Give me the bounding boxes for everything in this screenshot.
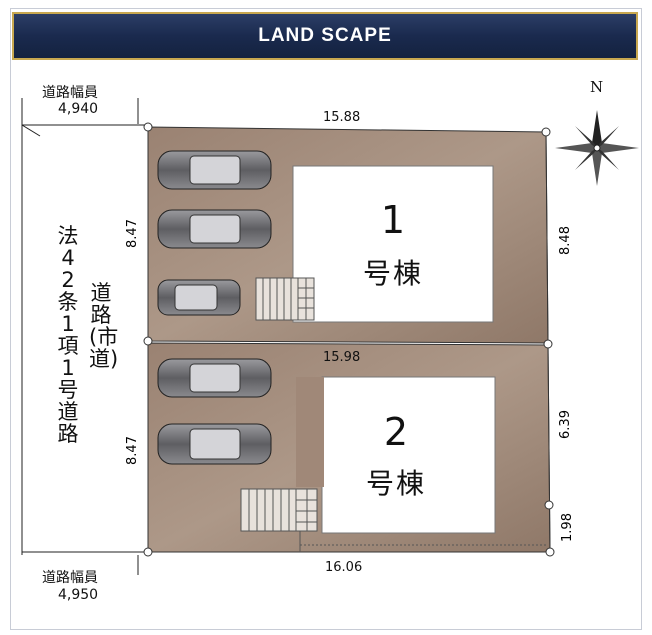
dim-top: 15.88 <box>323 110 361 125</box>
road-width-top-value: 4,940 <box>58 101 99 117</box>
dim-right-small: 1.98 <box>559 513 575 542</box>
dim-left-upper: 8.47 <box>124 219 140 248</box>
car-1 <box>157 150 272 190</box>
car-3 <box>157 279 241 316</box>
road-law-text: 法42条1項1号道路 <box>57 224 79 446</box>
compass-north-label: N <box>590 78 604 96</box>
building-1-footprint <box>292 165 494 323</box>
road-width-top-label: 道路幅員 <box>42 85 98 101</box>
road-width-bottom-value: 4,950 <box>58 587 99 603</box>
car-2 <box>157 209 272 249</box>
compass-rose <box>555 110 639 186</box>
steps-2 <box>240 488 318 532</box>
road-type-text: 道路(市道) <box>89 281 119 371</box>
dim-middle: 15.98 <box>323 350 361 365</box>
dim-left-lower: 8.47 <box>124 436 140 465</box>
building-1-name: 号棟 <box>362 257 423 290</box>
car-4 <box>157 358 272 398</box>
dim-bottom: 16.06 <box>325 560 363 575</box>
road-boundaries <box>21 98 148 575</box>
dim-right-lower: 6.39 <box>557 410 573 439</box>
dim-right-upper: 8.48 <box>557 226 573 255</box>
steps-1 <box>255 277 315 321</box>
road-width-bottom-label: 道路幅員 <box>42 570 98 586</box>
header-banner: LAND SCAPE <box>12 12 638 60</box>
header-title: LAND SCAPE <box>258 25 392 46</box>
building-1-number: 1 <box>380 198 406 242</box>
car-5 <box>157 423 272 465</box>
corner-markers <box>143 122 555 557</box>
building-2-footprint <box>321 376 496 534</box>
building-2-number: 2 <box>383 410 409 454</box>
building-2-name: 号棟 <box>365 467 426 500</box>
